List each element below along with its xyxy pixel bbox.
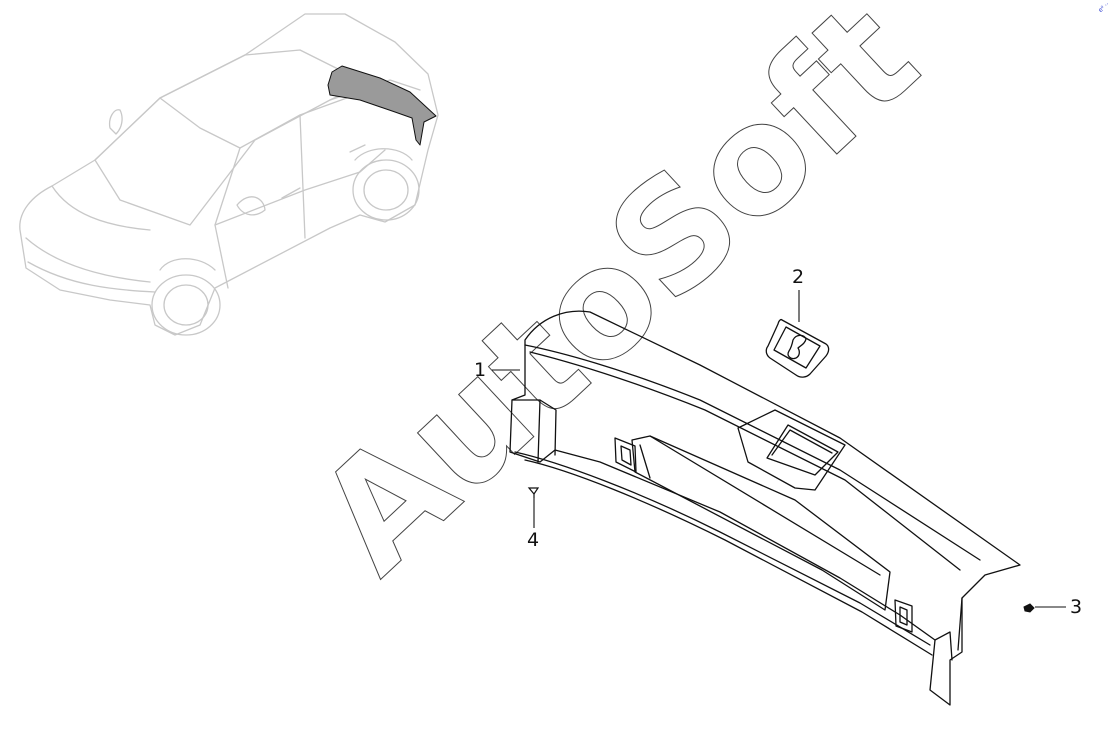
vehicle-overview: [19, 13, 439, 336]
clip-part-3: [1023, 603, 1035, 613]
trim-panel-part-1: [509, 310, 1021, 706]
callout-1: 1: [474, 359, 487, 381]
callout-4: 4: [527, 529, 540, 551]
highlighted-trim-location: [327, 65, 437, 146]
callout-3: 3: [1070, 596, 1083, 618]
leader-lines: [492, 290, 1066, 608]
screw-part-4: [527, 487, 540, 498]
hook-cover-part-2: [765, 318, 830, 378]
callout-2: 2: [792, 266, 805, 288]
